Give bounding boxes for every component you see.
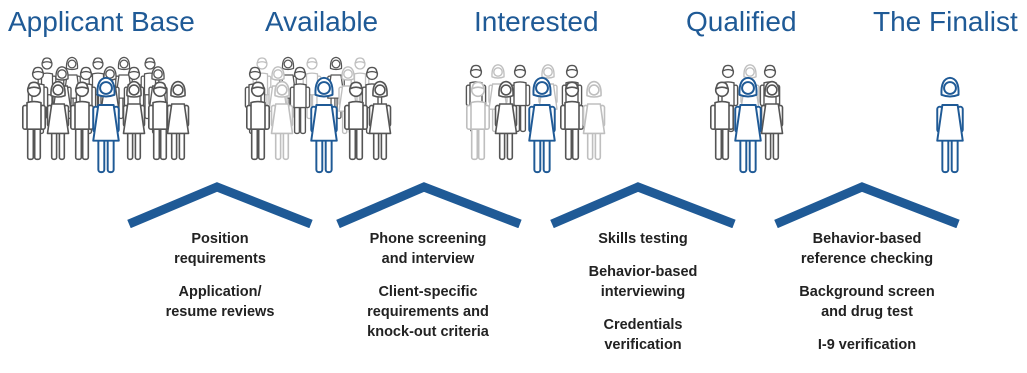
criteria-list-3: Skills testing Behavior-based interviewi… [558, 229, 728, 368]
person-icon [46, 80, 70, 161]
person-icon [166, 80, 190, 161]
chevron-divider-4 [774, 182, 960, 228]
criteria-item: Position requirements [174, 231, 266, 267]
person-icon [582, 80, 606, 161]
criteria-item: Skills testing [598, 231, 688, 247]
person-icon [270, 80, 294, 161]
person-icon [69, 81, 95, 161]
person-icon [465, 81, 491, 161]
criteria-item: Credentials verification [603, 317, 683, 353]
person-icon [368, 80, 392, 161]
person-icon [343, 81, 369, 161]
chevron-divider-2 [336, 182, 522, 228]
stage-title-available: Available [265, 6, 379, 37]
highlighted-person-icon [734, 76, 762, 174]
criteria-item: Application/ resume reviews [165, 284, 275, 320]
criteria-item: Behavior-based reference checking [800, 231, 934, 267]
person-icon [709, 81, 735, 161]
people-illustration [21, 56, 964, 174]
criteria-list-1: Position requirements Application/ resum… [150, 229, 290, 335]
criteria-item: I-9 verification [817, 337, 917, 353]
stage-title-the-finalist: The Finalist [873, 6, 1018, 37]
criteria-item: Background screen and drug test [799, 284, 935, 320]
person-icon [494, 80, 518, 161]
criteria-item: Client-specific requirements and knock-o… [367, 284, 489, 340]
criteria-list-2: Phone screening and interview Client-spe… [338, 229, 518, 355]
stage-title-qualified: Qualified [686, 6, 797, 37]
stage-title-interested: Interested [474, 6, 599, 37]
stage-title-applicant-base: Applicant Base [8, 6, 195, 37]
person-icon [245, 81, 271, 161]
chevron-divider-1 [127, 182, 313, 228]
person-icon [559, 81, 585, 161]
highlighted-person-icon [936, 76, 964, 174]
person-icon [21, 81, 47, 161]
highlighted-person-icon [310, 76, 338, 174]
chevron-divider-3 [550, 182, 736, 228]
person-icon [122, 80, 146, 161]
person-icon [147, 81, 173, 161]
criteria-item: Phone screening and interview [369, 231, 487, 267]
criteria-item: Behavior-based interviewing [588, 264, 698, 300]
criteria-list-4: Behavior-based reference checking Backgr… [777, 229, 957, 368]
person-icon [760, 80, 784, 161]
highlighted-person-icon [528, 76, 556, 174]
person-icon [289, 66, 311, 135]
highlighted-person-icon [92, 76, 120, 174]
